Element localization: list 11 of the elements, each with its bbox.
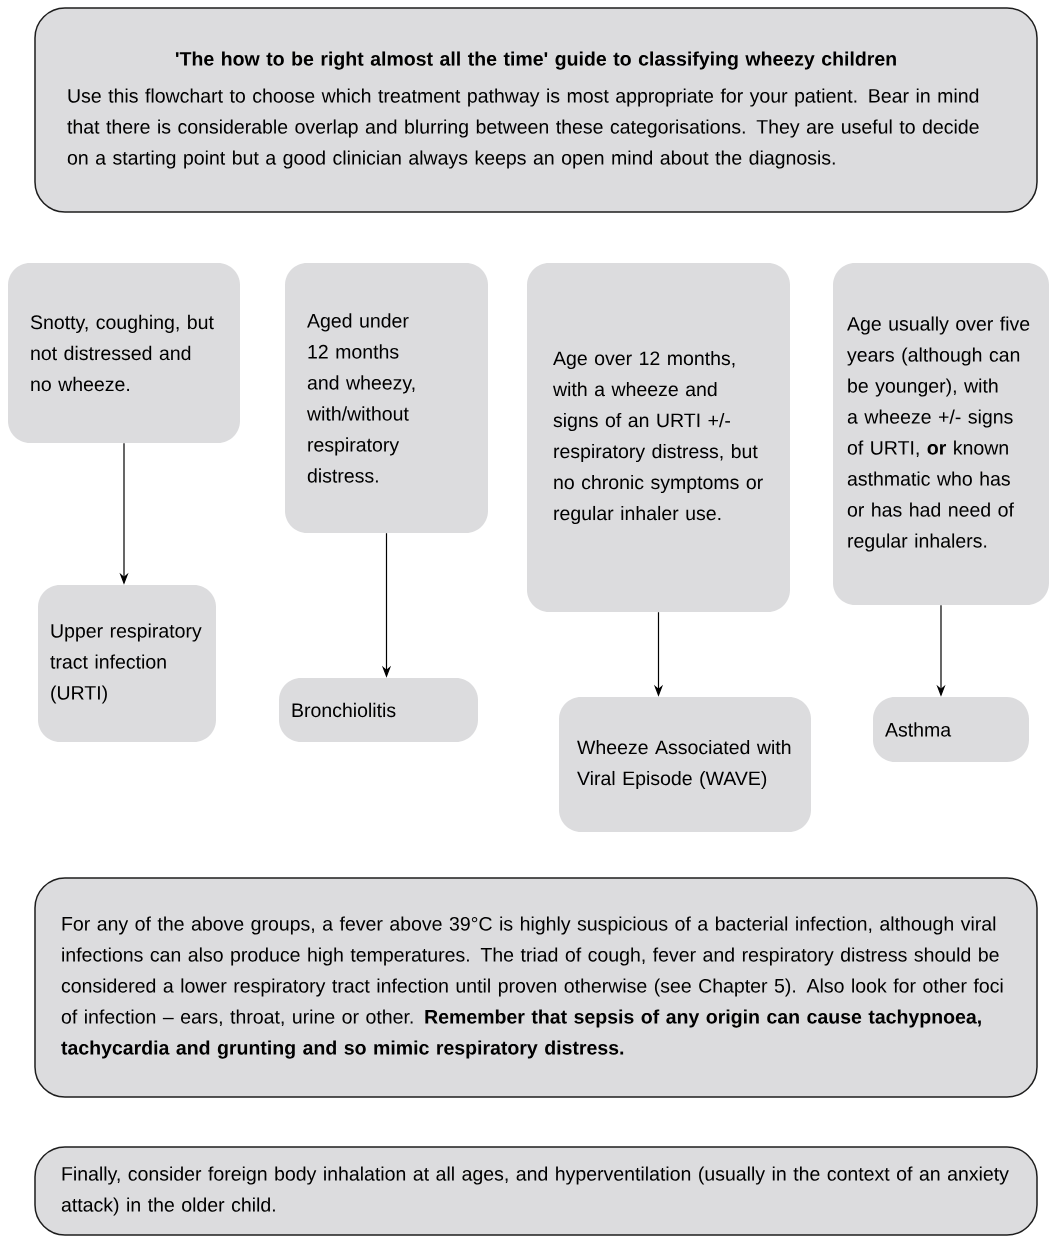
note-box: For any of the above groups, a fever above 39°C is highly suspicious of a bacterial infection, although viral infections can also produce high temperatures. The triad of cough, fever and respiratory distress should be considered a lower respiratory tract infection until proven otherwise (see Chapter 5). Also look for other foci of infection – ears, throat, urine or other. Remember that sepsis of any origin can cause tachypnoea, tachycardia and grunting and so mimic respiratory distress. [34, 877, 1038, 1098]
diagnosis-box: Asthma [873, 697, 1029, 762]
intro-box: 'The how to be right almost all the time' guide to classifying wheezy children Use this flowchart to choose which treatment pathway is most appropriate for your patient. Bear in mind that there is considerable overlap and blurring between these categorisations. They are useful to decide on a starting point but a good clinician always keeps an open mind about the diagnosis. [34, 7, 1038, 213]
diagnosis-box: Wheeze Associated with Viral Episode (WAVE) [559, 697, 811, 832]
condition-box: Snotty, coughing, but not distressed and no wheeze. [8, 263, 240, 443]
condition-box: Aged under 12 months and wheezy, with/without respiratory distress. [285, 263, 488, 533]
condition-box: Age usually over five years (although can be younger), with a wheeze +/- signs of URTI, or known asthmatic who has or has had need of regular inhalers. [833, 263, 1049, 605]
note-box: Finally, consider foreign body inhalation at all ages, and hyperventilation (usually in the context of an anxiety attack) in the older child. [34, 1146, 1038, 1236]
condition-box: Age over 12 months, with a wheeze and signs of an URTI +/- respiratory distress, but no chronic symptoms or regular inhaler use. [527, 263, 790, 612]
diagnosis-box: Bronchiolitis [279, 678, 478, 742]
diagnosis-box: Upper respiratory tract infection (URTI) [38, 585, 216, 742]
